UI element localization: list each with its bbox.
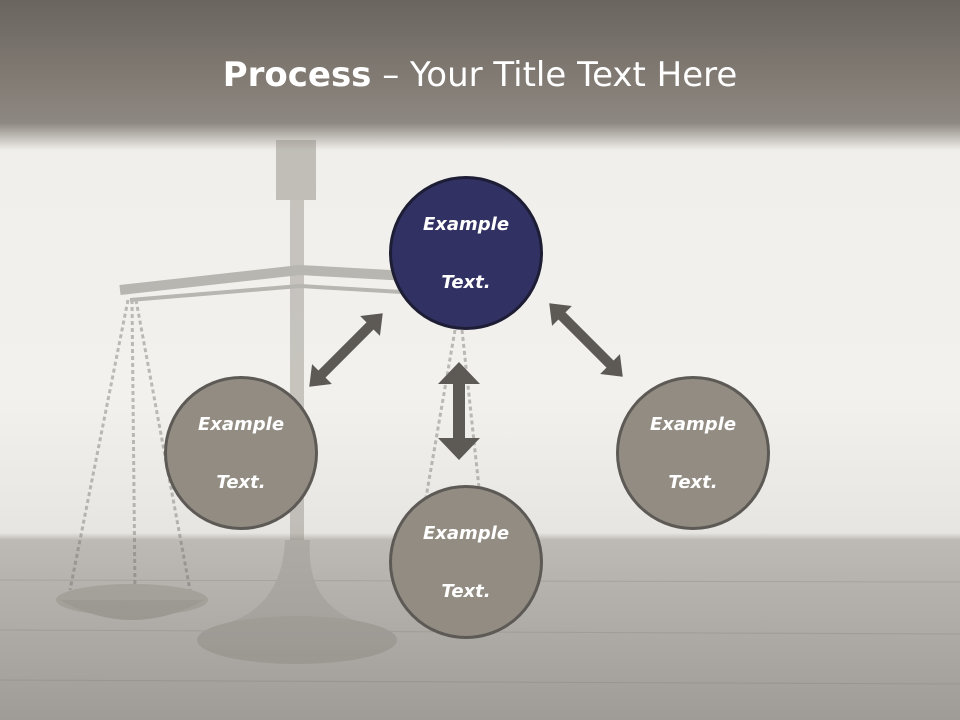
title-band bbox=[0, 0, 960, 150]
node-bottom-line2: Text. bbox=[441, 580, 491, 602]
title-bold-part: Process bbox=[222, 55, 372, 95]
title-regular-part: – Your Title Text Here bbox=[371, 55, 738, 95]
double-arrow-right[interactable] bbox=[539, 293, 632, 386]
node-right-line2: Text. bbox=[668, 471, 718, 493]
node-bottom-line1: Example bbox=[422, 522, 510, 544]
slide-title[interactable]: Process – Your Title Text Here bbox=[0, 52, 960, 98]
node-top-line1: Example bbox=[422, 213, 510, 235]
node-left-line1: Example bbox=[197, 413, 285, 435]
node-top-line2: Text. bbox=[441, 271, 491, 293]
node-right-line1: Example bbox=[649, 413, 737, 435]
node-left-line2: Text. bbox=[216, 471, 266, 493]
double-arrow-center[interactable] bbox=[438, 362, 480, 460]
double-arrow-left[interactable] bbox=[299, 303, 392, 396]
